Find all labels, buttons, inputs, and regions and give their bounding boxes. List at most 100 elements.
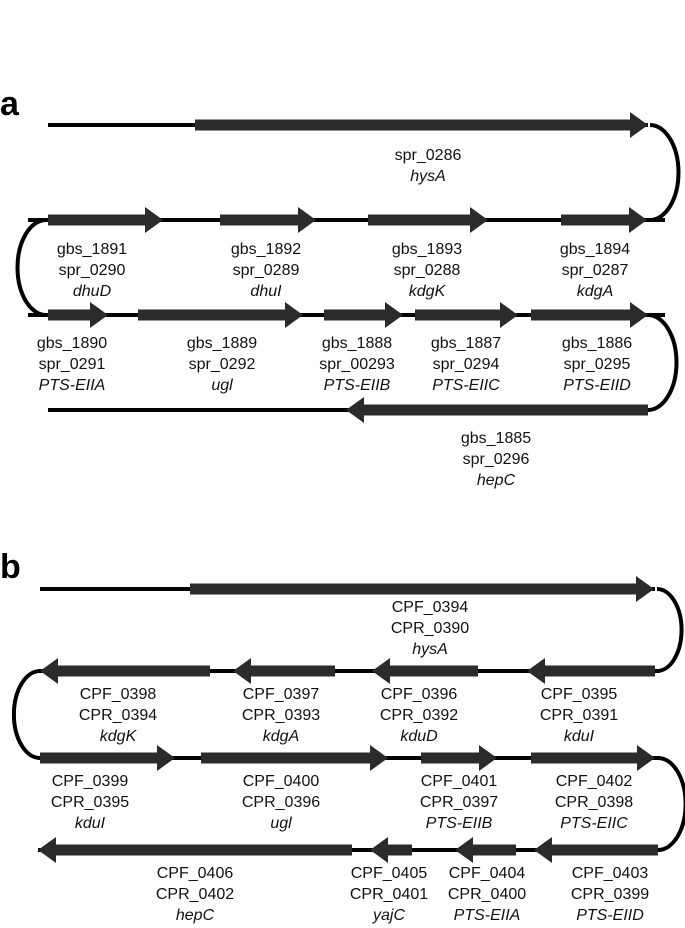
locus-tag-label: gbs_1893 [392,241,462,258]
locus-tag-label: CPF_0402 [556,773,633,790]
locus-tag-label: gbs_1886 [562,335,632,352]
gene-arrow [421,745,497,771]
gene-name-label: ugl [211,377,233,394]
gene-arrow [531,302,648,328]
locus-tag-label: gbs_1885 [461,430,531,447]
gene-name-label: PTS-EIIA [39,377,106,394]
locus-tag-label: CPR_0393 [242,707,320,724]
locus-tag-label: CPF_0404 [449,865,526,882]
locus-tag-label: CPF_0406 [157,865,234,882]
locus-tag-label: CPF_0403 [572,865,649,882]
locus-tag-label: gbs_1890 [37,335,107,352]
gene-name-label: hysA [412,641,448,658]
locus-tag-label: CPF_0397 [243,686,320,703]
gene-arrow [40,658,210,684]
gene-name-label: dhuI [250,283,282,300]
locus-tag-label: CPF_0396 [381,686,458,703]
gene-arrow [370,837,412,863]
gene-name-label: PTS-EIID [576,907,644,924]
gene-name-label: kdgK [409,283,447,300]
locus-tag-label: gbs_1894 [560,241,630,258]
locus-tag-label: gbs_1892 [231,241,301,258]
gene-arrow [415,302,518,328]
row-connector [647,313,679,412]
locus-tag-label: CPR_0391 [540,707,618,724]
gene-name-label: PTS-EIIB [324,377,391,394]
gene-arrow [190,576,654,602]
gene-name-label: PTS-EIIA [454,907,521,924]
row-connector [11,669,41,760]
panel-letter: a [0,85,20,123]
locus-tag-label: CPF_0405 [351,865,428,882]
locus-tag-label: spr_0294 [433,356,500,373]
locus-tag-label: CPR_0397 [420,794,498,811]
gene-name-label: kduI [564,728,595,745]
gene-name-label: kduI [75,815,106,832]
gene-arrow [455,837,516,863]
locus-tag-label: spr_0288 [394,262,461,279]
gene-arrow [534,837,658,863]
gene-name-label: kduD [400,728,438,745]
gene-arrow [372,658,478,684]
gene-arrow [48,302,108,328]
gene-arrow [138,302,303,328]
gene-arrow [324,302,403,328]
gene-name-label: kdgA [577,283,613,300]
locus-tag-label: spr_0295 [564,356,631,373]
gene-name-label: kdgA [263,728,299,745]
locus-tag-label: spr_0290 [59,262,126,279]
locus-tag-label: CPR_0400 [448,886,526,903]
gene-arrow [527,658,655,684]
locus-tag-label: CPF_0399 [52,773,129,790]
locus-tag-label: spr_00293 [319,356,395,373]
gene-arrow [346,397,648,423]
gene-name-label: PTS-EIIC [560,815,628,832]
locus-tag-label: spr_0287 [562,262,629,279]
locus-tag-label: CPF_0395 [541,686,618,703]
panel-letter: b [0,548,21,586]
locus-tag-label: spr_0296 [463,451,530,468]
gene-arrow [233,658,335,684]
locus-tag-label: gbs_1888 [322,335,392,352]
gene-name-label: PTS-EIIC [432,377,500,394]
locus-tag-label: CPF_0394 [392,599,469,616]
locus-tag-label: spr_0289 [233,262,300,279]
locus-tag-label: CPR_0396 [242,794,320,811]
gene-name-label: hysA [410,168,446,185]
gene-name-label: ugl [270,815,292,832]
gene-arrow [40,745,175,771]
gene-arrow [38,837,352,863]
locus-tag-label: CPR_0401 [350,886,428,903]
row-connector [15,218,47,317]
panel-b: bCPF_0394CPR_0390hysACPF_0398CPR_0394kdg… [0,548,685,924]
locus-tag-label: gbs_1891 [57,241,127,258]
row-connector [649,123,681,222]
gene-arrow [368,207,488,233]
gene-name-label: PTS-EIID [563,377,631,394]
locus-tag-label: CPR_0390 [391,620,469,637]
locus-tag-label: CPR_0392 [380,707,458,724]
gene-name-label: dhuD [73,283,112,300]
locus-tag-label: gbs_1887 [431,335,501,352]
gene-arrow [195,112,648,138]
gene-arrow [201,745,388,771]
gene-arrow [48,207,163,233]
gene-name-label: PTS-EIIB [426,815,493,832]
panel-a: a spr_0286 hysA gbs_1891 spr_0290 dhuD gbs_189… [0,85,681,489]
locus-tag-label: CPR_0395 [51,794,129,811]
locus-tag-label: CPF_0398 [80,686,157,703]
locus-tag-label: spr_0286 [395,147,462,164]
gene-name-label: hepC [477,472,516,489]
row-connector [656,587,684,673]
gene-arrow [220,207,316,233]
gene-name-label: kdgK [100,728,138,745]
locus-tag-label: CPR_0398 [555,794,633,811]
row-connector [657,756,685,852]
gene-arrow [561,207,647,233]
locus-tag-label: spr_0291 [39,356,106,373]
locus-tag-label: CPR_0402 [156,886,234,903]
locus-tag-label: spr_0292 [189,356,256,373]
gene-name-label: yajC [372,907,405,924]
gene-arrow [531,745,655,771]
